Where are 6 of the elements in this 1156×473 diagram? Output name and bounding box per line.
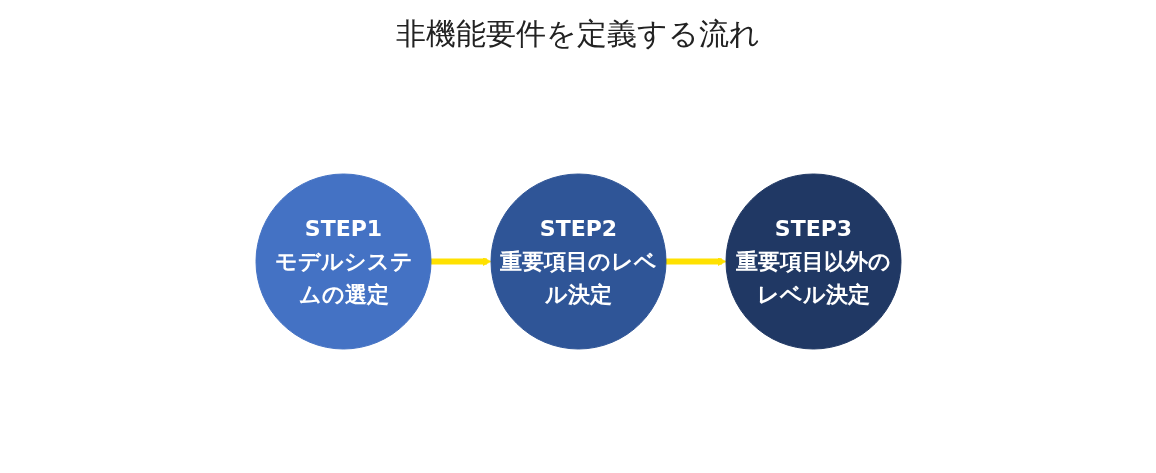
arrow [665, 256, 726, 266]
diagram-title: 非機能要件を定義する流れ [395, 15, 761, 53]
node-circle: STEP3 重要項目以外のレベル決定 [725, 173, 901, 349]
node-circle: STEP2 重要項目のレベル決定 [490, 173, 666, 349]
arrow [430, 256, 491, 266]
node-circle: STEP1 モデルシステムの選定 [255, 173, 431, 349]
